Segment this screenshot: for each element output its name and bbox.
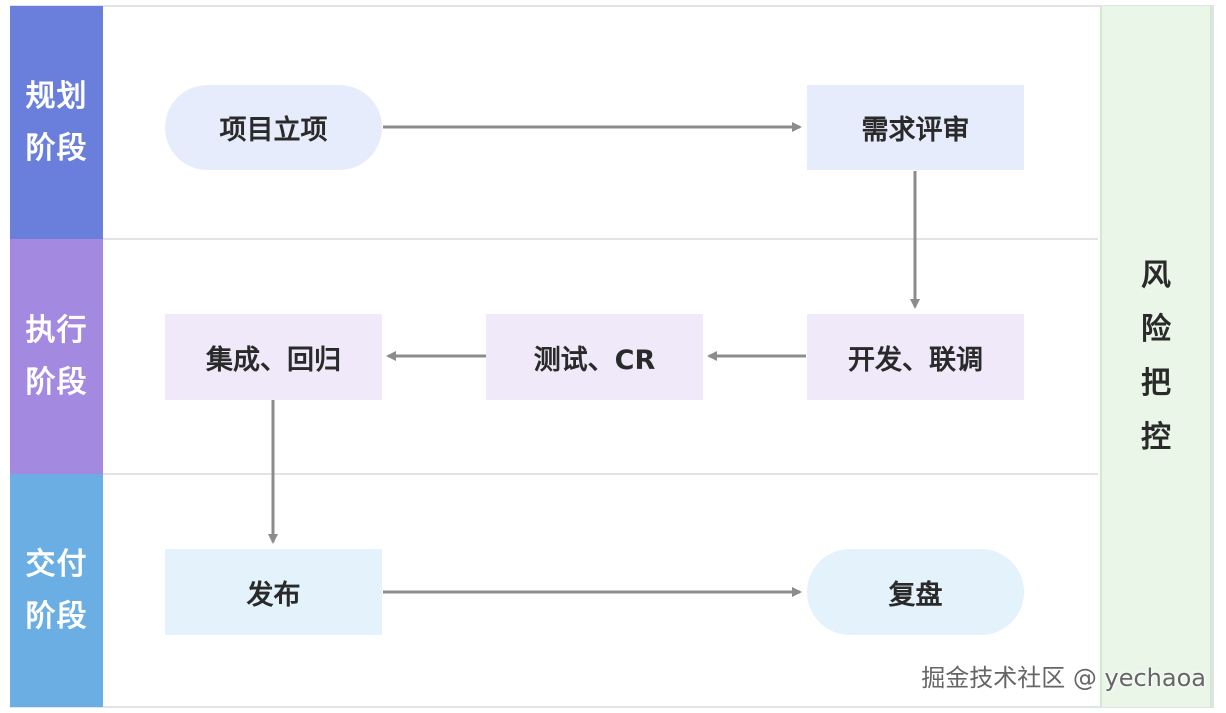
lane-divider-1 <box>103 238 1098 240</box>
lane-label-delivery: 交付阶段 <box>10 474 103 707</box>
lane-label-planning: 规划阶段 <box>10 6 103 239</box>
node-dev-joint: 开发、联调 <box>807 314 1024 400</box>
node-retro-label: 复盘 <box>888 579 943 611</box>
lane-label-execution-text: 执行阶段 <box>25 312 88 400</box>
lane-divider-2 <box>103 473 1098 475</box>
node-project-init: 项目立项 <box>165 85 382 170</box>
risk-control-panel: 风险把控 <box>1100 6 1212 707</box>
risk-control-label: 风险把控 <box>1141 257 1171 455</box>
lane-label-planning-text: 规划阶段 <box>25 78 88 166</box>
node-release-label: 发布 <box>246 579 301 611</box>
watermark: 掘金技术社区 @ yechaoa <box>921 664 1206 692</box>
node-test-cr-label: 测试、CR <box>533 344 656 376</box>
node-integrate-regress-label: 集成、回归 <box>206 344 341 376</box>
node-dev-joint-label: 开发、联调 <box>848 344 983 376</box>
node-test-cr: 测试、CR <box>486 314 703 400</box>
node-release: 发布 <box>165 549 382 635</box>
lane-label-execution: 执行阶段 <box>10 239 103 474</box>
node-integrate-regress: 集成、回归 <box>165 314 382 400</box>
node-req-review: 需求评审 <box>807 85 1024 170</box>
node-project-init-label: 项目立项 <box>219 115 328 146</box>
lane-label-delivery-text: 交付阶段 <box>25 546 88 634</box>
node-req-review-label: 需求评审 <box>861 115 970 146</box>
node-retro: 复盘 <box>807 549 1024 635</box>
